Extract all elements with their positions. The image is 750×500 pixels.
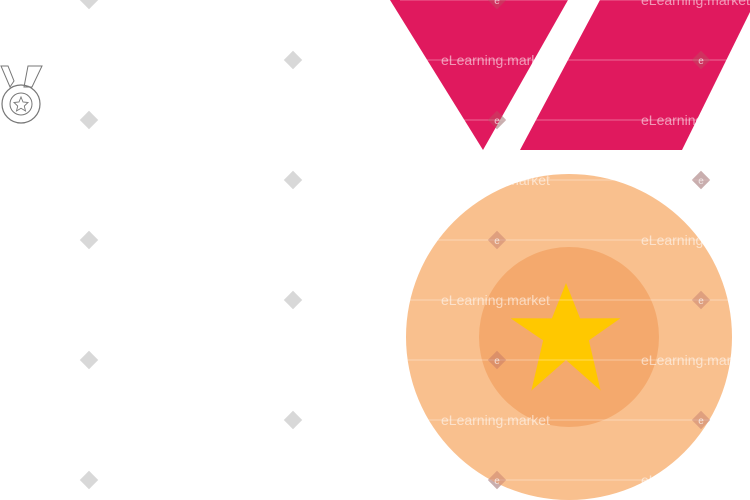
watermark-text: eLearning.market	[641, 112, 750, 128]
watermark-letter: e	[698, 296, 704, 307]
thumbnail-star-icon	[12, 95, 30, 112]
watermark-text: eLearning.market	[441, 172, 550, 188]
watermark-diamond	[79, 350, 99, 370]
watermark-diamond	[691, 170, 711, 190]
watermark-text: eLearning.market	[441, 292, 550, 308]
watermark-letter: e	[698, 56, 704, 67]
watermark-text: eLearning.market	[641, 352, 750, 368]
star-icon	[510, 283, 621, 391]
watermark-letter: e	[494, 236, 500, 247]
watermark-diamond	[487, 350, 507, 370]
watermark-diamond	[79, 470, 99, 490]
watermark-letter: e	[494, 0, 500, 7]
watermark-diamond	[691, 170, 711, 190]
watermark-diamond	[691, 50, 711, 70]
watermark-diamond	[79, 110, 99, 130]
watermark-diamond	[79, 0, 99, 10]
watermark-diamond	[487, 230, 507, 250]
watermark-diamond	[487, 110, 507, 130]
medal-outline-icon	[0, 65, 43, 124]
watermark-text: eLearning.market	[641, 0, 750, 8]
watermark-letter: e	[494, 356, 500, 367]
watermark-text: eLearning.market	[641, 232, 750, 248]
ribbon-left	[390, 0, 568, 150]
watermark-diamond	[691, 290, 711, 310]
watermark-letter: e	[494, 476, 500, 487]
ribbon-right	[520, 0, 750, 150]
watermark-diamond	[487, 0, 507, 10]
watermark-diamond	[487, 470, 507, 490]
medal-with-ribbon-icon	[390, 0, 750, 500]
watermark-letter: e	[494, 116, 500, 127]
watermark-diamond	[283, 50, 303, 70]
watermark-diamond	[283, 410, 303, 430]
watermark-letter: e	[698, 416, 704, 427]
watermark-diamond	[283, 170, 303, 190]
watermark-diamond	[691, 410, 711, 430]
watermark-text: eLearning.market	[641, 472, 750, 488]
watermark-overlay: e eLearning.market e eLearning.market e eLear…	[400, 0, 750, 490]
watermark-letter: e	[698, 176, 704, 187]
watermark-text: eLearning.market	[441, 52, 550, 68]
watermark-text: eLearning.market	[441, 412, 550, 428]
watermark-diamond	[79, 230, 99, 250]
watermark-diamond	[283, 290, 303, 310]
